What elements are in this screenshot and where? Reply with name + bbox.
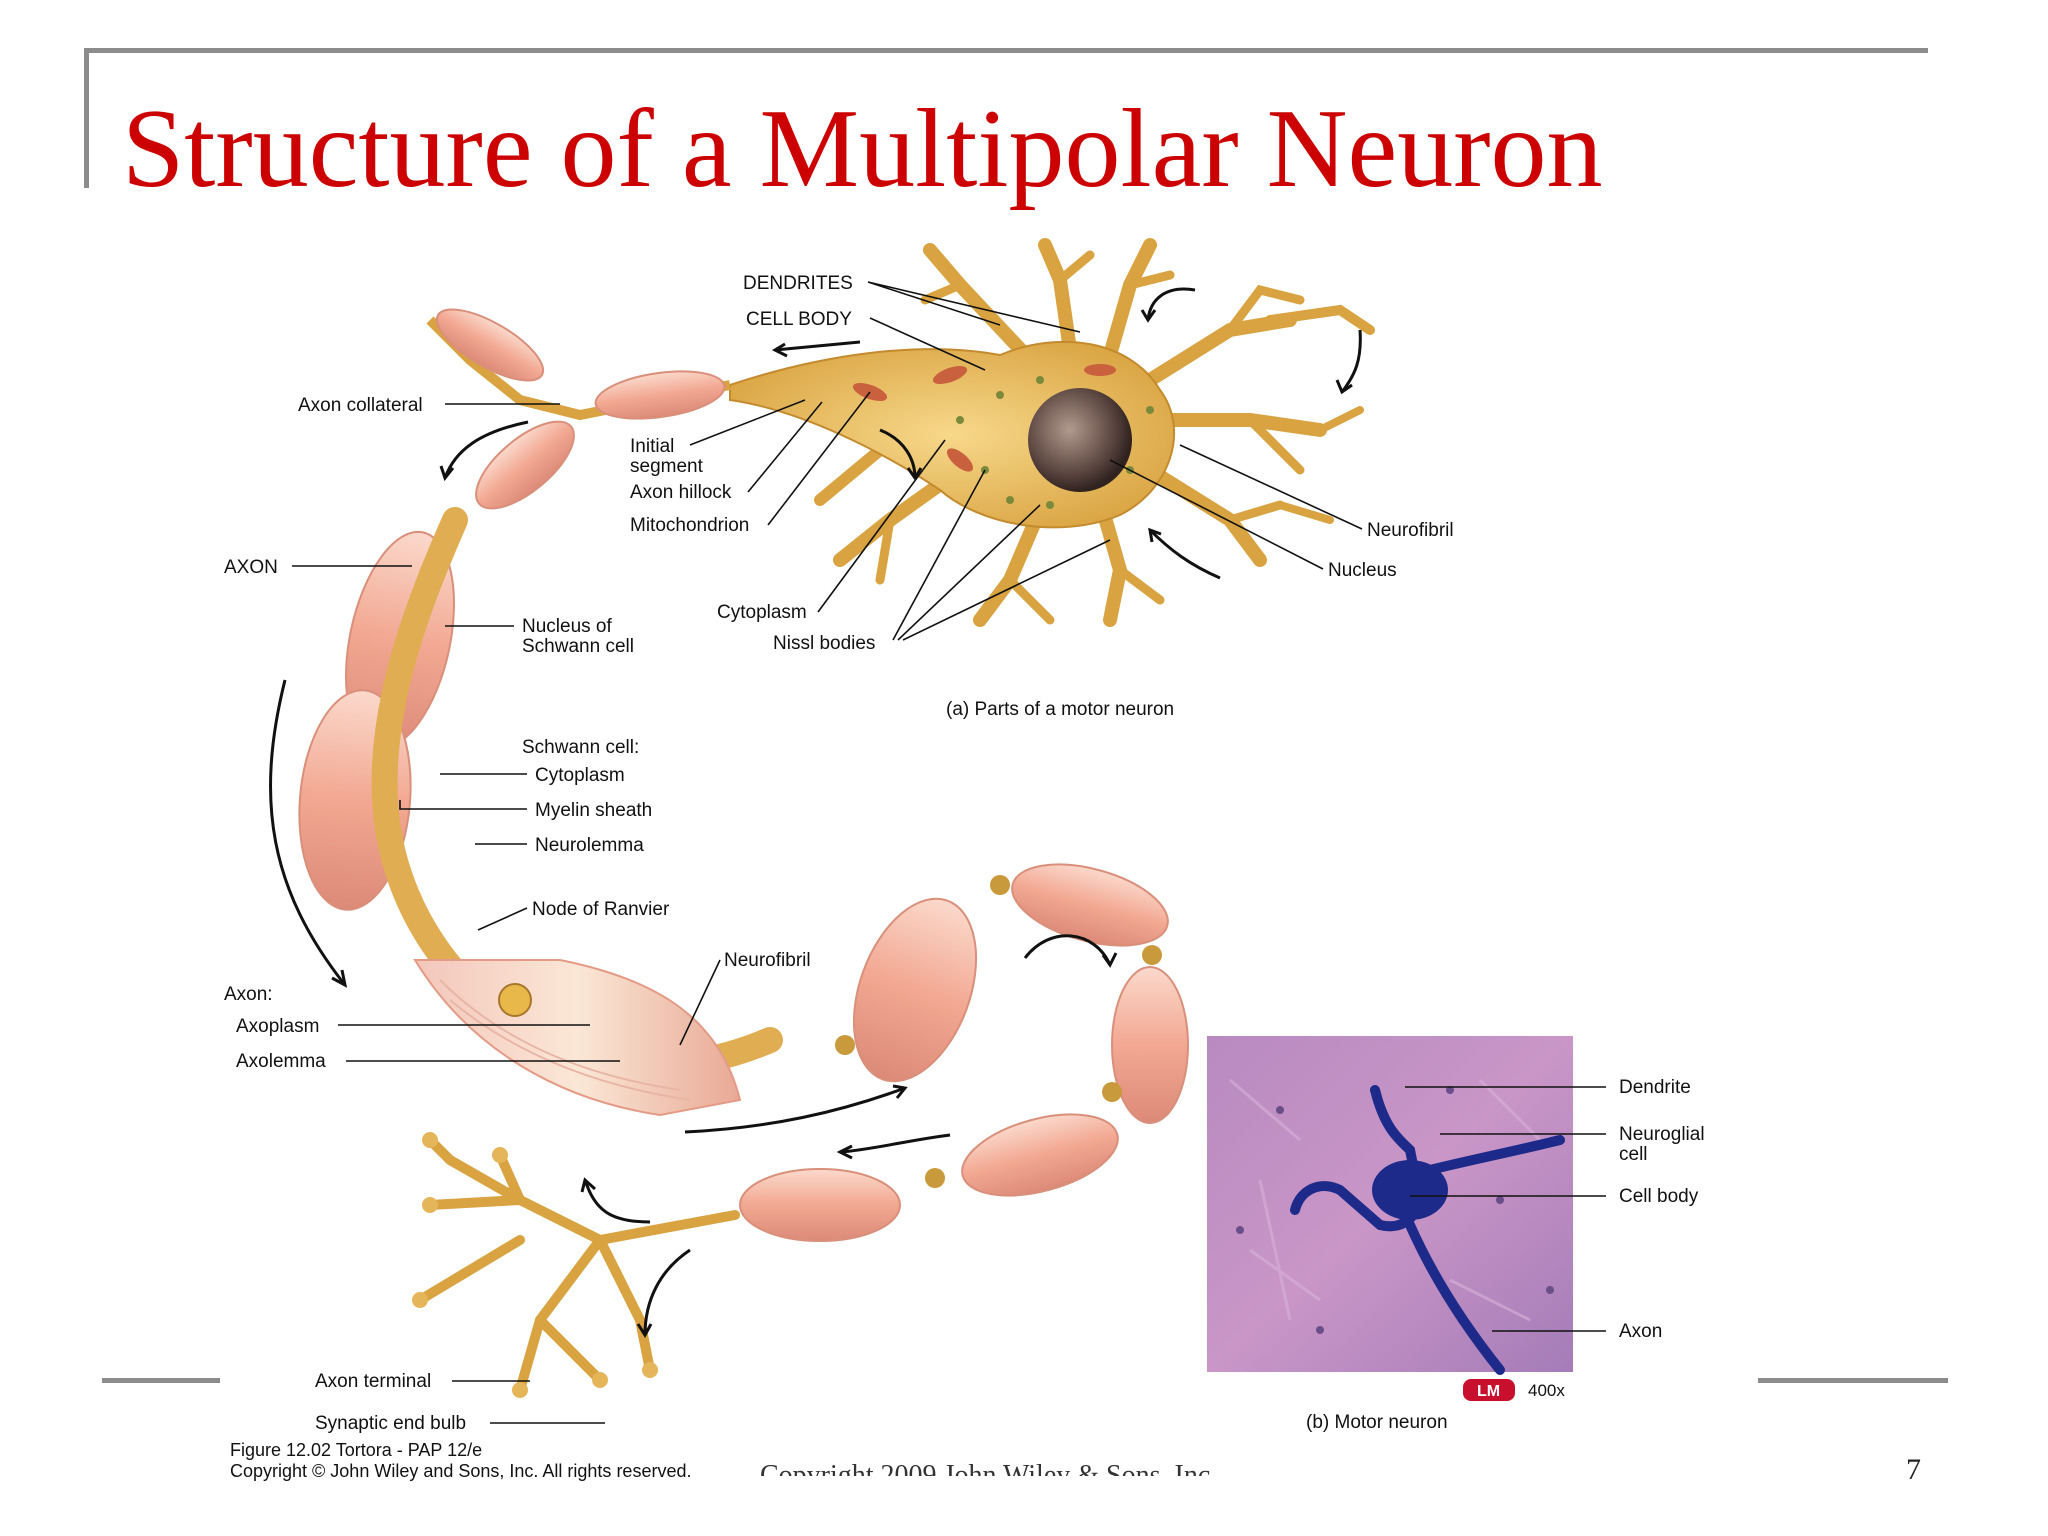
figure-a-labels: DENDRITES CELL BODY Axon collateral Init… [224,273,1454,1434]
label-cytoplasm-body: Cytoplasm [717,602,807,623]
label-schwann-nucleus-2: Schwann cell [522,636,634,657]
label-micro-neuroglial-1: Neuroglial [1619,1124,1705,1145]
magnification: 400x [1528,1381,1565,1400]
label-nissl-bodies: Nissl bodies [773,633,875,654]
myelin-segments-lower [739,863,1189,1242]
label-schwann-cytoplasm: Cytoplasm [535,765,625,786]
figure-a-caption: (a) Parts of a motor neuron [946,699,1174,720]
label-neurofibril-axon: Neurofibril [724,950,811,971]
micrograph [1207,1036,1573,1375]
synaptic-end-bulbs [412,1132,658,1398]
label-myelin-sheath: Myelin sheath [535,800,652,821]
label-neurolemma: Neurolemma [535,835,644,856]
lm-badge-text: LM [1477,1383,1500,1400]
nodes-of-ranvier [835,875,1162,1188]
label-node-of-ranvier: Node of Ranvier [532,899,670,920]
label-micro-cell-body: Cell body [1619,1186,1699,1207]
label-axon: AXON [224,557,278,578]
figure-b-caption: (b) Motor neuron [1306,1412,1448,1433]
slide-frame-bottom-left [102,1378,220,1383]
label-micro-dendrite: Dendrite [1619,1077,1691,1098]
slide-footer-copyright: Copyright 2009 John Wiley & Sons, Inc. [760,1460,1218,1491]
label-schwann-nucleus-1: Nucleus of [522,616,612,637]
myelin-sheath-cutaway [413,959,742,1117]
label-mitochondrion: Mitochondrion [630,515,749,536]
label-dendrites: DENDRITES [743,273,853,294]
label-schwann-cell: Schwann cell: [522,737,639,758]
label-axolemma: Axolemma [236,1051,326,1072]
label-micro-neuroglial-2: cell [1619,1144,1648,1165]
label-initial-segment-1: Initial [630,436,674,457]
slide-frame-left [84,48,89,188]
nucleus-shape [1028,388,1132,492]
label-axon-terminal: Axon terminal [315,1371,431,1392]
label-micro-axon: Axon [1619,1321,1662,1342]
label-neurofibril-body: Neurofibril [1367,520,1454,541]
slide-title: Structure of a Multipolar Neuron [122,87,1603,211]
label-axon-hillock: Axon hillock [630,482,732,503]
slide-frame-top [84,48,1928,53]
figure-b-labels: Dendrite Neuroglial cell Cell body Axon … [1306,1077,1705,1433]
figure-credit-line-2: Copyright © John Wiley and Sons, Inc. Al… [230,1460,692,1481]
label-axon-heading: Axon: [224,984,273,1005]
figure-credit-line-1: Figure 12.02 Tortora - PAP 12/e [230,1440,483,1460]
figure-credit: Figure 12.02 Tortora - PAP 12/e Copyrigh… [230,1440,691,1481]
page-number: 7 [1906,1453,1921,1486]
label-synaptic-end-bulb: Synaptic end bulb [315,1413,466,1434]
label-initial-segment-2: segment [630,456,704,477]
lm-badge [1463,1379,1515,1401]
slide-frame-bottom-right [1758,1378,1948,1383]
label-nucleus: Nucleus [1328,560,1397,581]
label-axon-collateral: Axon collateral [298,395,423,416]
flow-arrows [269,287,1362,1338]
label-axoplasm: Axoplasm [236,1016,319,1037]
label-cell-body: CELL BODY [746,309,852,330]
axon-terminal-branches [415,1135,740,1395]
